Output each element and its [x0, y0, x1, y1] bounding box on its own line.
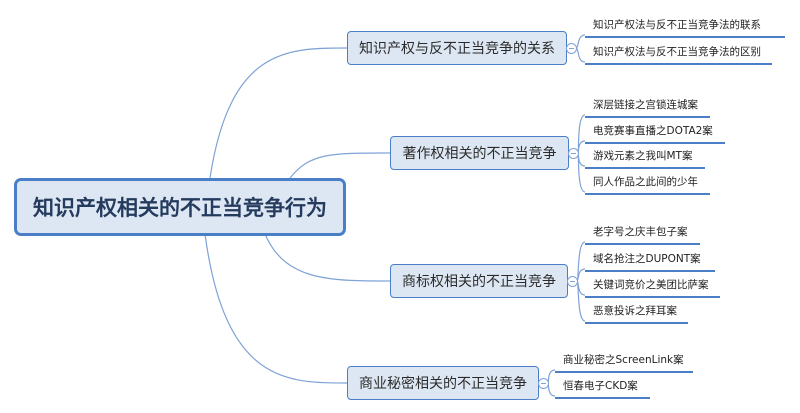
- leaf-topic[interactable]: 游戏元素之我叫MT案: [585, 148, 705, 169]
- collapse-toggle-icon[interactable]: [566, 43, 577, 54]
- leaf-topic[interactable]: 商业秘密之ScreenLink案: [555, 352, 693, 373]
- branch-topic[interactable]: 商业秘密相关的不正当竞争: [347, 366, 539, 400]
- leaf-topic[interactable]: 电竞赛事直播之DOTA2案: [585, 123, 725, 144]
- leaf-topic[interactable]: 老字号之庆丰包子案: [585, 224, 700, 245]
- branch-topic[interactable]: 商标权相关的不正当竞争: [390, 264, 568, 298]
- collapse-toggle-icon[interactable]: [568, 148, 579, 159]
- branch-topic[interactable]: 知识产权与反不正当竞争的关系: [347, 31, 567, 65]
- leaf-topic[interactable]: 恒春电子CKD案: [555, 378, 650, 399]
- leaf-topic[interactable]: 域名抢注之DUPONT案: [585, 251, 715, 272]
- root-branch-connector: [264, 233, 391, 282]
- leaf-topic[interactable]: 恶意投诉之拜耳案: [585, 303, 688, 324]
- branch-leaf-connector: [547, 369, 556, 384]
- branch-leaf-connector: [547, 382, 556, 397]
- branch-leaf-connector: [576, 280, 586, 322]
- leaf-topic[interactable]: 关键词竞价之美团比萨案: [585, 277, 720, 298]
- root-topic[interactable]: 知识产权相关的不正当竞争行为: [14, 178, 346, 236]
- branch-topic[interactable]: 著作权相关的不正当竞争: [390, 136, 569, 170]
- branch-leaf-connector: [575, 47, 586, 63]
- root-branch-connector: [289, 152, 391, 179]
- leaf-topic[interactable]: 知识产权法与反不正当竞争法的区别: [585, 44, 772, 65]
- collapse-toggle-icon[interactable]: [567, 276, 578, 287]
- leaf-topic[interactable]: 深层链接之宫锁连城案: [585, 97, 710, 118]
- leaf-topic[interactable]: 知识产权法与反不正当竞争法的联系: [585, 17, 785, 38]
- branch-leaf-connector: [575, 34, 586, 49]
- root-branch-connector: [204, 233, 348, 384]
- collapse-toggle-icon[interactable]: [538, 378, 549, 389]
- leaf-topic[interactable]: 同人作品之此间的少年: [585, 174, 710, 195]
- root-branch-connector: [209, 47, 348, 179]
